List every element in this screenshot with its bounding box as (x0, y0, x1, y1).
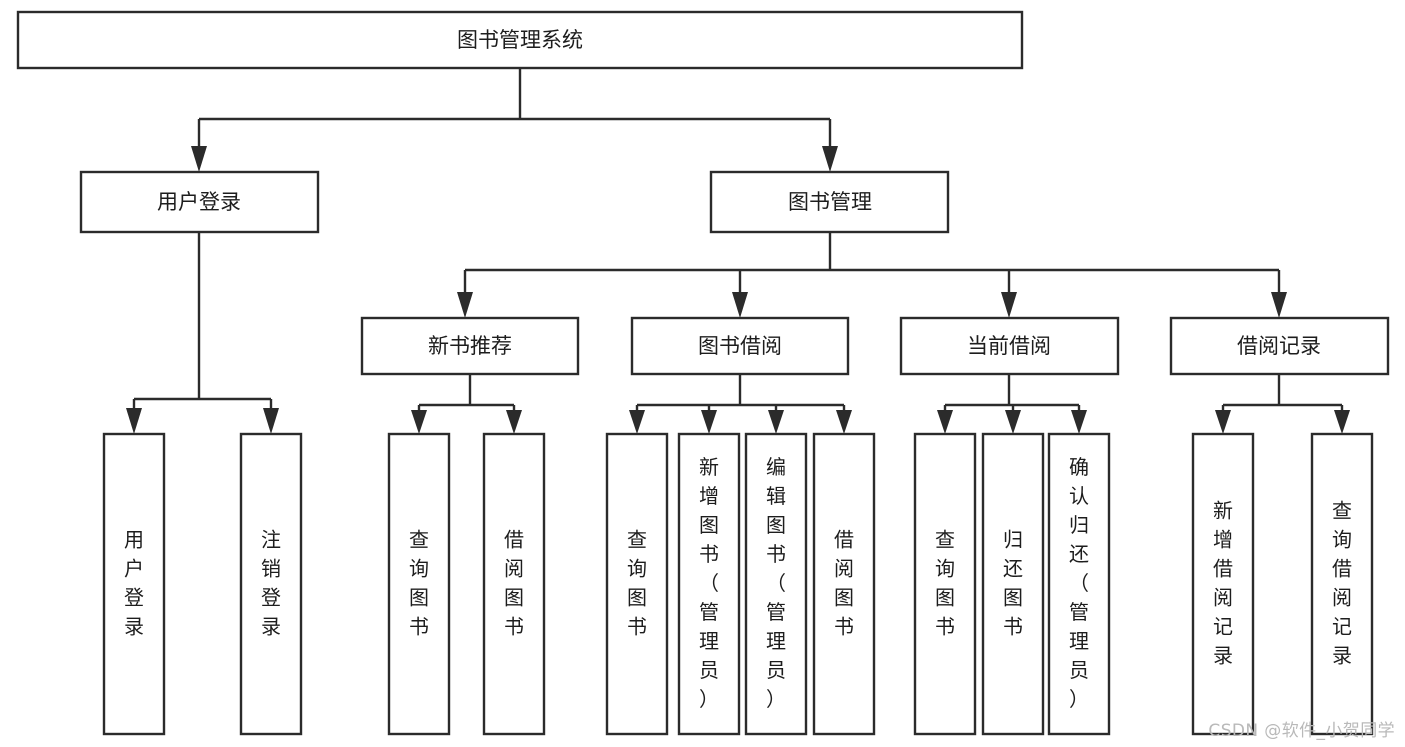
arrow-bookborrow-to-leaf4 (836, 410, 852, 434)
node-leaf-br-query-label: 查询借阅记录 (1332, 498, 1352, 667)
node-leaf-cb-query-box[interactable] (913, 432, 977, 736)
node-current-borrow[interactable]: 当前借阅 (899, 316, 1120, 376)
arrow-currentborrow-to-leaf3 (1071, 410, 1087, 434)
arrow-userlogin-to-leaf2 (263, 408, 279, 434)
node-leaf-cb-confirm[interactable]: 确认归还（管理员） (1047, 432, 1111, 736)
node-root-box[interactable] (16, 10, 1024, 70)
node-leaf-rec-borrow-box[interactable] (482, 432, 546, 736)
arrow-newbook-to-leaf1 (411, 410, 427, 434)
node-leaf-bb-borrow[interactable]: 借阅图书 (812, 432, 876, 736)
arrow-borrowrecord-to-leaf2 (1334, 410, 1350, 434)
node-leaf-bb-query[interactable]: 查询图书 (605, 432, 669, 736)
arrow-root-to-book-manage (822, 146, 838, 172)
node-new-book-rec-label: 新书推荐 (428, 334, 512, 358)
node-leaf-bb-borrow-label: 借阅图书 (834, 527, 854, 638)
node-leaf-br-add[interactable]: 新增借阅记录 (1191, 432, 1255, 736)
node-leaf-cb-return-box[interactable] (981, 432, 1045, 736)
node-current-borrow-box[interactable] (899, 316, 1120, 376)
arrow-bookborrow-to-leaf2 (701, 410, 717, 434)
node-new-book-rec[interactable]: 新书推荐 (360, 316, 580, 376)
arrow-borrowrecord-to-leaf1 (1215, 410, 1231, 434)
node-book-borrow-box[interactable] (630, 316, 850, 376)
arrow-bm-to-currentborrow (1001, 292, 1017, 318)
arrow-bm-to-newbook (457, 292, 473, 318)
node-leaf-cb-query[interactable]: 查询图书 (913, 432, 977, 736)
node-leaf-rec-borrow-label: 借阅图书 (504, 527, 524, 638)
node-leaf-bb-add-box[interactable] (677, 432, 741, 736)
node-leaf-cb-return[interactable]: 归还图书 (981, 432, 1045, 736)
node-current-borrow-label: 当前借阅 (967, 334, 1051, 358)
node-leaf-cb-confirm-box[interactable] (1047, 432, 1111, 736)
node-user-login-box[interactable] (79, 170, 320, 234)
node-borrow-record-box[interactable] (1169, 316, 1390, 376)
node-user-login[interactable]: 用户登录 (79, 170, 320, 234)
node-leaf-rec-query-label: 查询图书 (409, 527, 429, 638)
node-leaf-rec-query-box[interactable] (387, 432, 451, 736)
node-book-borrow-label: 图书借阅 (698, 334, 782, 358)
node-leaf-bb-edit[interactable]: 编辑图书（管理员） (744, 432, 808, 736)
node-root[interactable]: 图书管理系统 (16, 10, 1024, 70)
node-leaf-rec-query[interactable]: 查询图书 (387, 432, 451, 736)
arrow-bookborrow-to-leaf1 (629, 410, 645, 434)
arrow-bm-to-bookborrow (732, 292, 748, 318)
node-leaf-bb-add-label: 新增图书（管理员） (699, 455, 719, 711)
arrow-userlogin-to-leaf1 (126, 408, 142, 434)
arrow-root-to-user-login (191, 146, 207, 172)
node-leaf-user-logout-label: 注销登录 (261, 527, 281, 638)
node-leaf-cb-confirm-label: 确认归还（管理员） (1069, 455, 1089, 711)
arrow-newbook-to-leaf2 (506, 410, 522, 434)
node-new-book-rec-box[interactable] (360, 316, 580, 376)
node-leaf-bb-query-box[interactable] (605, 432, 669, 736)
node-leaf-cb-query-label: 查询图书 (935, 527, 955, 638)
node-borrow-record-label: 借阅记录 (1237, 334, 1321, 358)
node-leaf-user-login[interactable]: 用户登录 (102, 432, 166, 736)
node-leaf-br-add-box[interactable] (1191, 432, 1255, 736)
node-leaf-cb-return-label: 归还图书 (1003, 527, 1023, 638)
node-leaf-br-query[interactable]: 查询借阅记录 (1310, 432, 1374, 736)
node-leaf-user-login-label: 用户登录 (124, 527, 144, 638)
arrow-bookborrow-to-leaf3 (768, 410, 784, 434)
arrow-bm-to-borrowrecord (1271, 292, 1287, 318)
node-borrow-record[interactable]: 借阅记录 (1169, 316, 1390, 376)
node-book-manage[interactable]: 图书管理 (709, 170, 950, 234)
node-book-manage-label: 图书管理 (788, 190, 872, 214)
node-user-login-label: 用户登录 (157, 190, 241, 214)
node-leaf-user-logout[interactable]: 注销登录 (239, 432, 303, 736)
node-book-borrow[interactable]: 图书借阅 (630, 316, 850, 376)
arrow-currentborrow-to-leaf1 (937, 410, 953, 434)
node-leaf-br-add-label: 新增借阅记录 (1213, 498, 1233, 667)
node-leaf-bb-edit-box[interactable] (744, 432, 808, 736)
node-leaf-bb-borrow-box[interactable] (812, 432, 876, 736)
node-leaf-br-query-box[interactable] (1310, 432, 1374, 736)
node-book-manage-box[interactable] (709, 170, 950, 234)
node-leaf-bb-query-label: 查询图书 (627, 527, 647, 638)
node-leaf-bb-add[interactable]: 新增图书（管理员） (677, 432, 741, 736)
node-leaf-bb-edit-label: 编辑图书（管理员） (766, 455, 786, 711)
node-leaf-rec-borrow[interactable]: 借阅图书 (482, 432, 546, 736)
connector-layer (126, 68, 1350, 434)
node-leaf-user-login-box[interactable] (102, 432, 166, 736)
node-leaf-user-logout-box[interactable] (239, 432, 303, 736)
arrow-currentborrow-to-leaf2 (1005, 410, 1021, 434)
node-root-label: 图书管理系统 (457, 28, 583, 52)
